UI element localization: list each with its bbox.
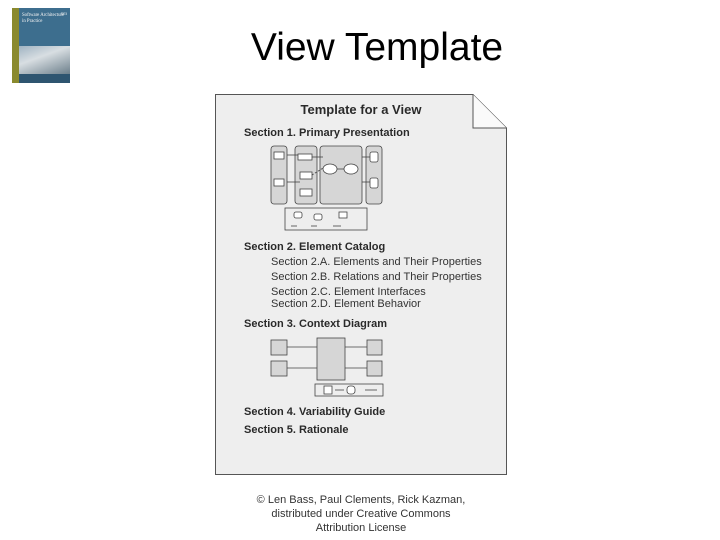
book-cover-mark: SEI	[60, 11, 67, 16]
page-outline	[215, 94, 507, 475]
section-3-heading: Section 3. Context Diagram	[244, 318, 388, 330]
copyright-credit: © Len Bass, Paul Clements, Rick Kazman, …	[218, 493, 504, 535]
book-cover-edition-bar	[19, 74, 70, 83]
slide-title: View Template	[250, 26, 504, 69]
section-4-heading: Section 4. Variability Guide	[244, 406, 386, 418]
credit-line-3: Attribution License	[315, 522, 407, 534]
subsection-2a: Section 2.A. Elements and Their Properti…	[271, 256, 482, 268]
context-diagram	[270, 337, 384, 397]
section-2-heading: Section 2. Element Catalog	[244, 241, 386, 253]
credit-line-2: distributed under Creative Commons	[271, 508, 451, 520]
subsection-2d: Section 2.D. Element Behavior	[271, 298, 421, 310]
section-5-heading: Section 5. Rationale	[244, 424, 349, 436]
subsection-2d-clip: Section 2.D. Element Behavior	[265, 298, 495, 311]
book-cover-photo	[19, 46, 70, 74]
template-heading: Template for a View	[300, 102, 422, 117]
page-fold-corner	[472, 94, 507, 129]
book-cover-image: SEI Software Architecture in Practice	[12, 8, 70, 83]
template-page: Template for a View Section 1. Primary P…	[215, 94, 507, 475]
book-cover-spine	[12, 8, 19, 83]
book-cover-title: Software Architecture in Practice	[22, 13, 65, 24]
primary-presentation-diagram	[270, 145, 383, 231]
credit-line-1: © Len Bass, Paul Clements, Rick Kazman,	[256, 494, 466, 506]
subsection-2c: Section 2.C. Element Interfaces	[271, 286, 426, 298]
section-1-heading: Section 1. Primary Presentation	[244, 127, 410, 139]
subsection-2b: Section 2.B. Relations and Their Propert…	[271, 271, 482, 283]
